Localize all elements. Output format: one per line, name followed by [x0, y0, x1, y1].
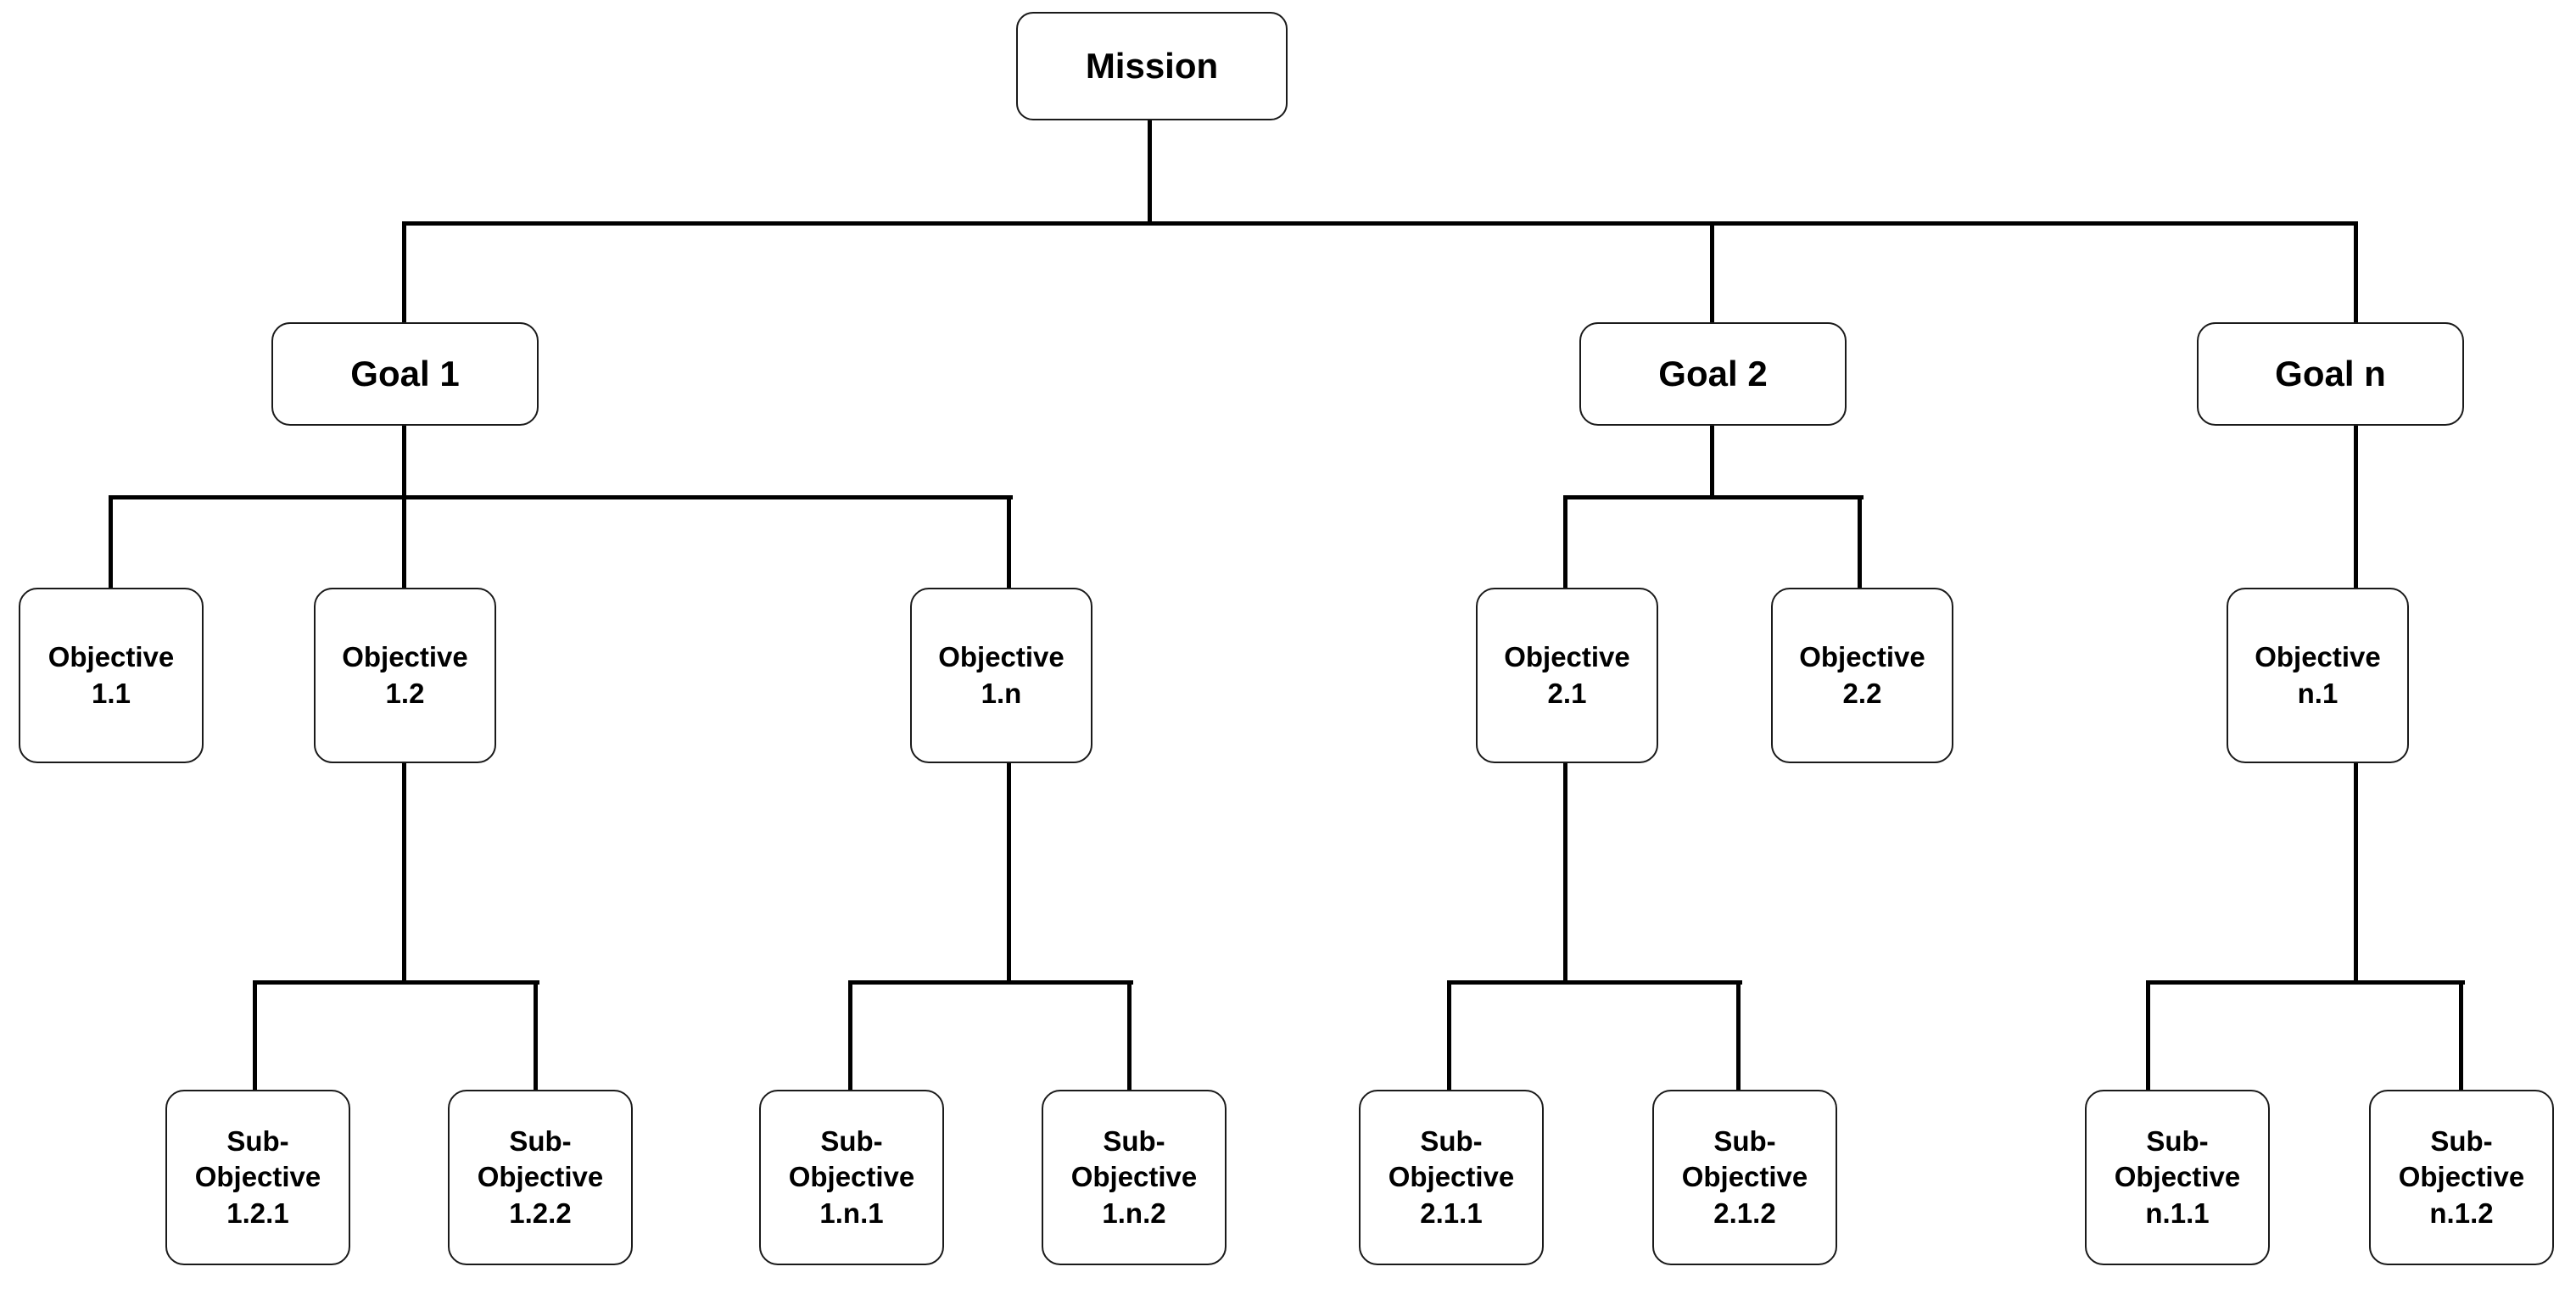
- connector-obj12-bus: [254, 980, 539, 985]
- connector-objn1-drop: [2354, 763, 2358, 982]
- connector-obj21-drop: [1563, 763, 1567, 982]
- node-label-mission: Mission: [1085, 46, 1219, 86]
- node-sub212[interactable]: Sub- Objective 2.1.2: [1652, 1090, 1837, 1265]
- connector-objn1-bus: [2148, 980, 2465, 985]
- node-obj1n[interactable]: Objective 1.n: [910, 588, 1092, 763]
- connector-obj1n-to-s1n1: [848, 980, 852, 1091]
- node-sub122[interactable]: Sub- Objective 1.2.2: [448, 1090, 633, 1265]
- node-goal1[interactable]: Goal 1: [271, 322, 539, 426]
- node-sub1n2[interactable]: Sub- Objective 1.n.2: [1042, 1090, 1227, 1265]
- node-goal2[interactable]: Goal 2: [1579, 322, 1847, 426]
- connector-obj21-bus: [1449, 980, 1742, 985]
- connector-goaln-to-objn1: [2354, 322, 2358, 589]
- connector-goal2-drop: [1710, 426, 1714, 499]
- connector-goal2-to-obj22: [1858, 495, 1862, 589]
- node-objn1[interactable]: Objective n.1: [2227, 588, 2409, 763]
- node-label-subn12: Sub- Objective n.1.2: [2398, 1125, 2525, 1229]
- connector-obj1n-to-s1n2: [1127, 980, 1132, 1091]
- node-goaln[interactable]: Goal n: [2197, 322, 2464, 426]
- connector-goal1-to-obj1n: [1007, 495, 1011, 589]
- node-label-goal1: Goal 1: [350, 354, 460, 394]
- connector-mission-drop: [1148, 120, 1152, 226]
- connector-obj12-to-s122: [534, 980, 538, 1091]
- connector-goal1-bus: [110, 495, 1013, 499]
- node-label-sub212: Sub- Objective 2.1.2: [1681, 1125, 1808, 1229]
- node-obj22[interactable]: Objective 2.2: [1771, 588, 1953, 763]
- connector-obj1n-bus: [850, 980, 1133, 985]
- node-obj11[interactable]: Objective 1.1: [19, 588, 204, 763]
- node-sub211[interactable]: Sub- Objective 2.1.1: [1359, 1090, 1544, 1265]
- node-label-sub211: Sub- Objective 2.1.1: [1388, 1125, 1515, 1229]
- node-label-sub1n1: Sub- Objective 1.n.1: [788, 1125, 915, 1229]
- connector-goal1-drop: [402, 426, 406, 499]
- connector-bus-to-goal1: [402, 221, 406, 324]
- node-label-goal2: Goal 2: [1658, 354, 1768, 394]
- node-label-sub121: Sub- Objective 1.2.1: [194, 1125, 321, 1229]
- node-subn11[interactable]: Sub- Objective n.1.1: [2085, 1090, 2270, 1265]
- connector-bus-to-goal2: [1710, 221, 1714, 324]
- connector-obj21-to-s211: [1447, 980, 1451, 1091]
- node-label-obj12: Objective 1.2: [342, 641, 468, 709]
- connector-goal1-to-obj12: [402, 495, 406, 589]
- connector-objn1-to-sn11: [2146, 980, 2150, 1091]
- node-label-sub122: Sub- Objective 1.2.2: [477, 1125, 604, 1229]
- node-label-obj1n: Objective 1.n: [938, 641, 1064, 709]
- connector-obj12-to-s121: [253, 980, 257, 1091]
- connector-goal1-to-obj11: [109, 495, 113, 589]
- node-mission[interactable]: Mission: [1016, 12, 1288, 120]
- connector-objn1-to-sn12: [2459, 980, 2463, 1091]
- node-subn12[interactable]: Sub- Objective n.1.2: [2369, 1090, 2554, 1265]
- connector-goal2-to-obj21: [1563, 495, 1567, 589]
- connector-obj1n-drop: [1007, 763, 1011, 982]
- node-label-subn11: Sub- Objective n.1.1: [2114, 1125, 2241, 1229]
- node-obj12[interactable]: Objective 1.2: [314, 588, 496, 763]
- node-label-sub1n2: Sub- Objective 1.n.2: [1070, 1125, 1198, 1229]
- node-label-obj21: Objective 2.1: [1504, 641, 1630, 709]
- connector-bus-to-goaln: [2354, 221, 2358, 324]
- connector-obj12-drop: [402, 763, 406, 982]
- node-label-obj11: Objective 1.1: [47, 641, 175, 709]
- node-label-objn1: Objective n.1: [2255, 641, 2381, 709]
- node-sub121[interactable]: Sub- Objective 1.2.1: [165, 1090, 350, 1265]
- node-label-goaln: Goal n: [2275, 354, 2386, 394]
- node-label-obj22: Objective 2.2: [1799, 641, 1925, 709]
- node-sub1n1[interactable]: Sub- Objective 1.n.1: [759, 1090, 944, 1265]
- connector-mission-bus: [405, 221, 2358, 226]
- connector-goal2-bus: [1565, 495, 1864, 499]
- node-obj21[interactable]: Objective 2.1: [1476, 588, 1658, 763]
- connector-obj21-to-s212: [1736, 980, 1741, 1091]
